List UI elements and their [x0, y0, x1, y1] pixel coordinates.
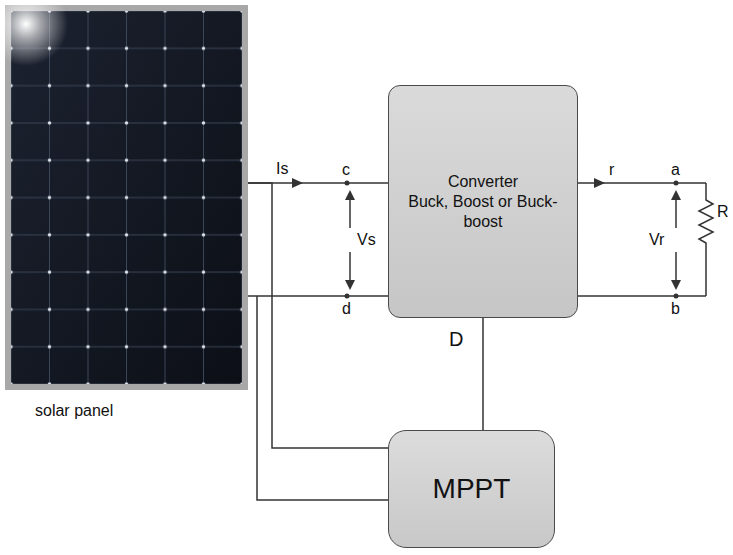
- output-wire: [578, 295, 706, 297]
- voltage-arrow: [675, 198, 677, 228]
- signal-label-box: r: [609, 161, 614, 179]
- signal-label-box: a: [671, 161, 680, 179]
- resistor-symbol: [699, 183, 713, 296]
- voltage-arrow: [349, 252, 351, 282]
- voltage-arrow: [675, 252, 677, 282]
- current-arrow: [594, 178, 605, 188]
- signal-label: Is: [276, 160, 288, 177]
- signal-label-box: Vr: [649, 231, 664, 249]
- arrow-head: [671, 190, 681, 200]
- signal-label: Vs: [357, 231, 376, 248]
- signal-label-box: b: [671, 300, 680, 318]
- signal-label-box: R: [717, 203, 729, 221]
- panel-cells: [11, 11, 242, 384]
- terminal-dot: [674, 294, 679, 299]
- panel-glass: [11, 11, 242, 384]
- signal-label: R: [717, 203, 729, 220]
- solar-panel: solar panel: [5, 5, 248, 390]
- voltage-arrow: [349, 198, 351, 228]
- duty-cycle-label: D: [447, 328, 465, 350]
- edge-label-box: D: [447, 328, 465, 350]
- sun-glare: [0, 0, 68, 66]
- panel-caption: solar panel: [35, 402, 113, 420]
- signal-label: r: [609, 161, 614, 178]
- signal-label: d: [342, 300, 351, 317]
- terminal-dot: [345, 294, 350, 299]
- input-wire: [248, 295, 388, 297]
- terminal-dot: [674, 181, 679, 186]
- signal-label-box: d: [342, 300, 351, 318]
- arrow-head: [671, 280, 681, 290]
- signal-label: c: [342, 161, 350, 178]
- signal-label: b: [671, 300, 680, 317]
- box-body: Buck, Boost or Buck-boost: [403, 192, 563, 232]
- wire-connector: [248, 183, 388, 448]
- mppt-box: MPPT: [388, 430, 555, 548]
- sense-wire: [257, 296, 388, 500]
- box-title: Converter: [448, 172, 518, 192]
- signal-label-box: Vs: [357, 231, 376, 249]
- signal-label: Vr: [649, 231, 664, 248]
- arrow-head: [345, 190, 355, 200]
- signal-label: a: [671, 161, 680, 178]
- wire-connector: [482, 318, 484, 430]
- arrow-head: [345, 280, 355, 290]
- solar-panel-picture: [0, 0, 248, 390]
- converter-box: ConverterBuck, Boost or Buck-boost: [388, 85, 578, 318]
- box-title: MPPT: [433, 473, 511, 505]
- signal-label-box: c: [342, 161, 350, 179]
- signal-label-box: Is: [276, 160, 288, 178]
